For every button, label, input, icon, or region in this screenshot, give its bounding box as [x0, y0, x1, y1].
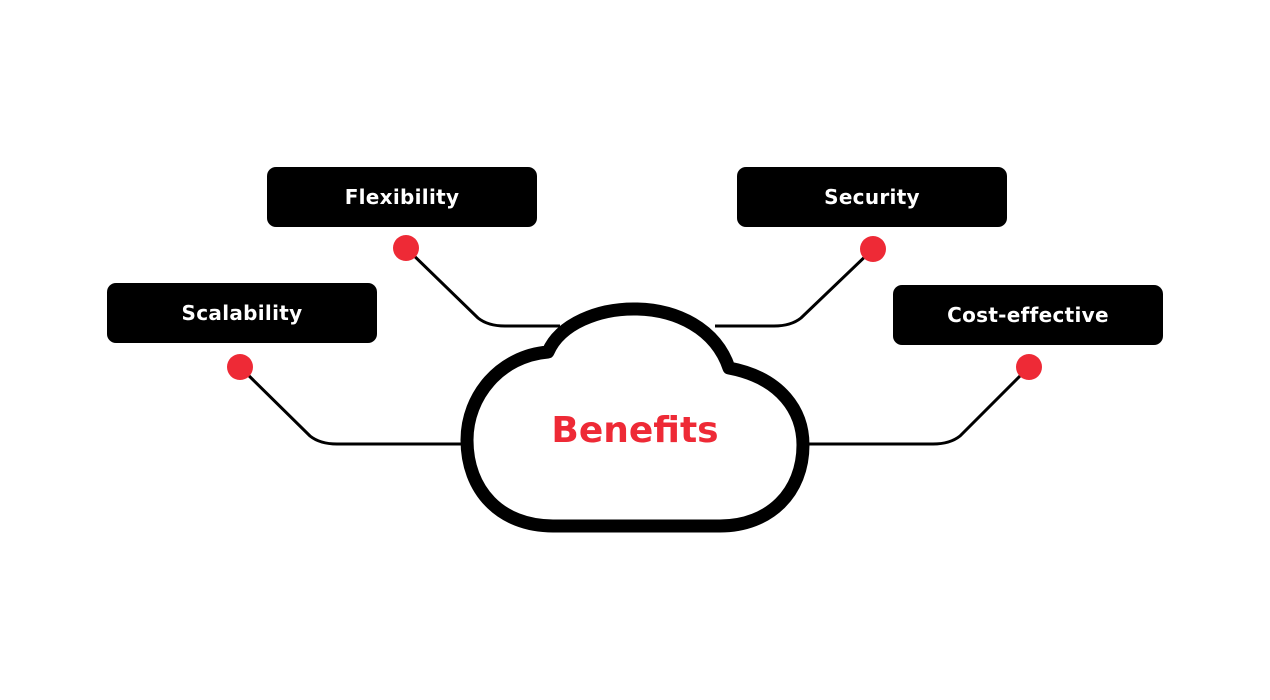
benefit-box-flexibility: Flexibility	[267, 167, 537, 227]
dot-scalability	[227, 354, 253, 380]
connector-security	[715, 247, 875, 328]
benefit-box-scalability: Scalability	[107, 283, 377, 343]
connector-scalability	[238, 365, 470, 446]
benefit-box-security: Security	[737, 167, 1007, 227]
benefit-label: Flexibility	[344, 185, 460, 209]
dot-security	[860, 236, 886, 262]
benefit-label: Security	[824, 185, 920, 209]
benefit-label: Scalability	[181, 301, 303, 325]
connector-flexibility	[404, 246, 560, 328]
cloud-shape	[460, 302, 810, 533]
dot-cost-effective	[1016, 354, 1042, 380]
benefit-label: Cost-effective	[947, 303, 1109, 327]
dot-flexibility	[393, 235, 419, 261]
connector-cost-effective	[800, 365, 1031, 446]
benefit-box-cost-effective: Cost-effective	[893, 285, 1163, 345]
center-label: Benefits	[551, 410, 719, 451]
